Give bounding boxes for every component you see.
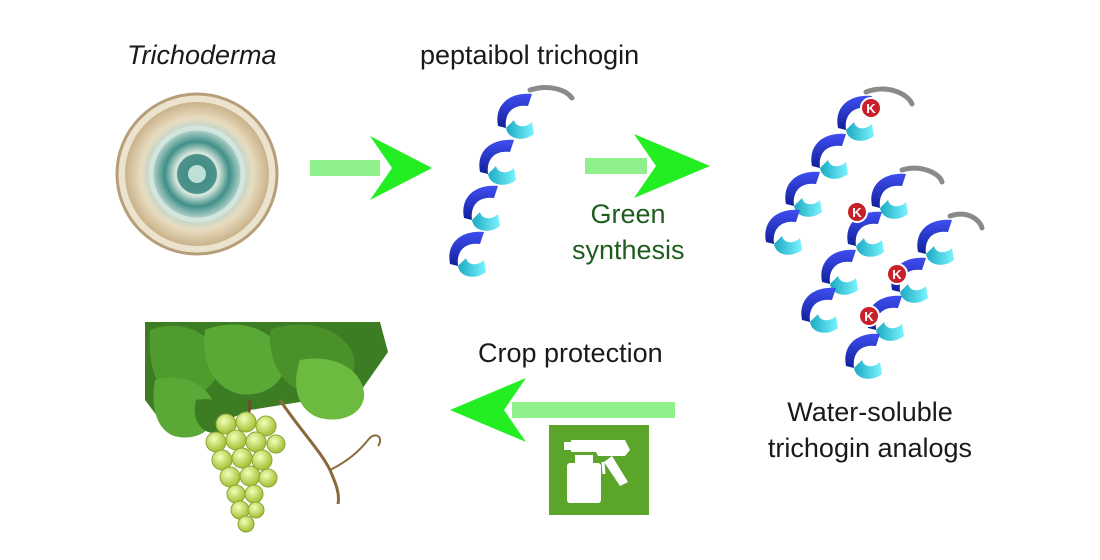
petri-dish-image: [115, 92, 279, 256]
arrow-green-synthesis: [585, 134, 710, 198]
analog-helix-1: [765, 86, 915, 255]
svg-text:K: K: [866, 101, 876, 116]
svg-text:K: K: [852, 205, 862, 220]
lysine-marker-2: K: [846, 201, 868, 223]
analogs-line1: Water-soluble: [787, 397, 953, 427]
svg-text:K: K: [864, 309, 874, 324]
analog-helix-2: [801, 165, 945, 333]
trichoderma-label: Trichoderma: [127, 40, 277, 70]
svg-text:K: K: [892, 267, 902, 282]
lysine-marker-3: K: [886, 263, 908, 285]
sprayer-icon: [549, 425, 649, 515]
green-synthesis-label: Green synthesis: [572, 196, 685, 268]
lysine-marker-1: K: [860, 97, 882, 119]
grapevine-image: [145, 322, 388, 533]
lysine-marker-4: K: [858, 305, 880, 327]
green-synthesis-line2: synthesis: [572, 235, 685, 265]
peptaibol-helix-image: [449, 85, 575, 277]
peptaibol-label: peptaibol trichogin: [420, 40, 640, 70]
analog-helix-3: [845, 211, 985, 379]
arrow-to-peptaibol: [310, 136, 432, 200]
arrow-crop-protection: [450, 378, 675, 442]
crop-protection-label: Crop protection: [478, 338, 663, 368]
analogs-label: Water-soluble trichogin analogs: [752, 394, 988, 466]
analogs-line2: trichogin analogs: [767, 433, 973, 463]
green-synthesis-line1: Green: [590, 199, 666, 229]
